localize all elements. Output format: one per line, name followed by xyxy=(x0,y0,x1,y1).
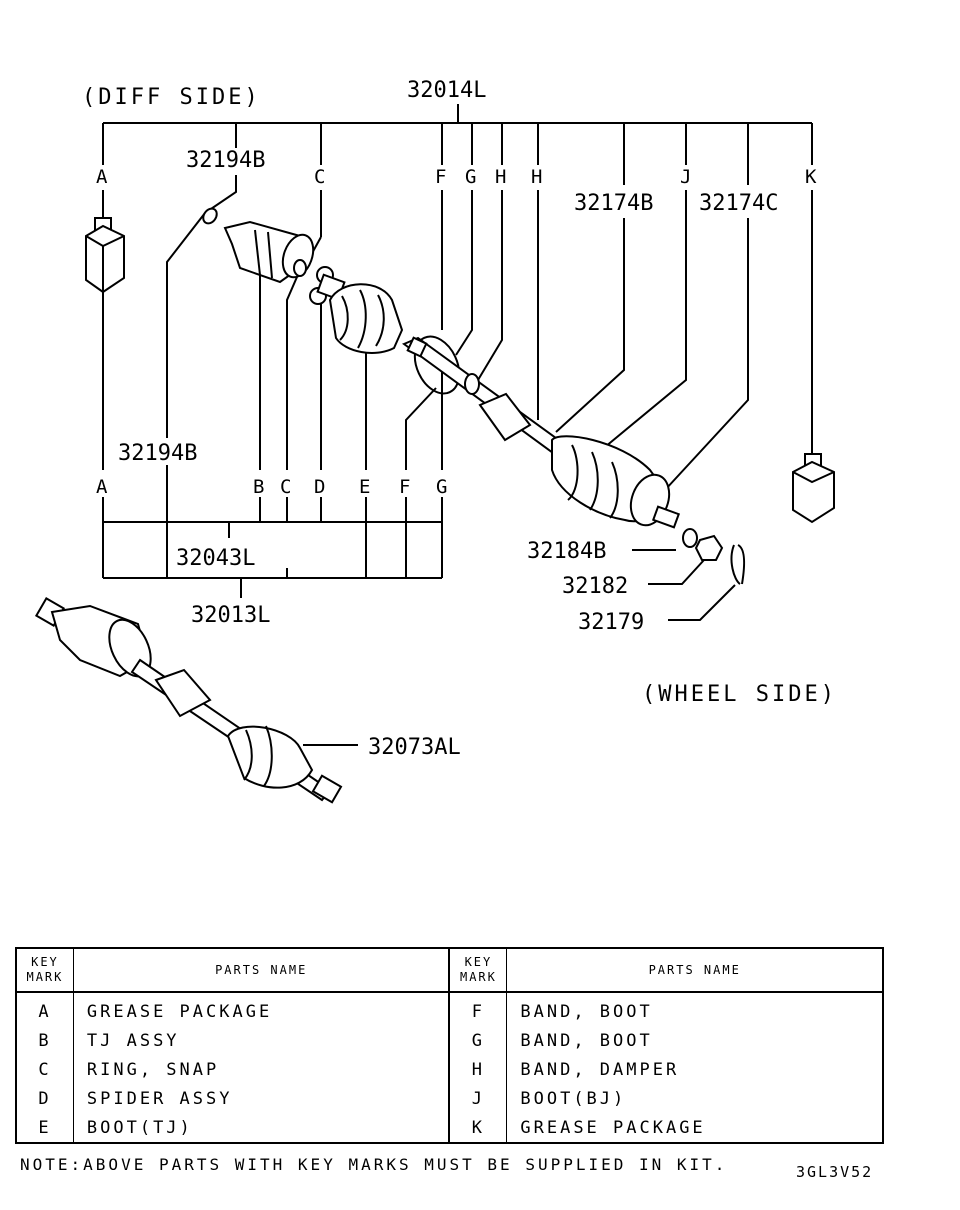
table-header-row: KEY MARK PARTS NAME KEY MARK PARTS NAME xyxy=(16,948,883,993)
exploded-parts-diagram: (DIFF SIDE) (WHEEL SIDE) 32014L 32194B 3… xyxy=(34,78,837,804)
parts-name-cell: BOOT(TJ) xyxy=(73,1113,451,1143)
boot-tj-icon xyxy=(328,283,404,354)
table-row: D SPIDER ASSY J BOOT(BJ) xyxy=(16,1084,883,1113)
parts-name-cell: GREASE PACKAGE xyxy=(520,1117,706,1138)
key-mark-header-left: KEY MARK xyxy=(16,948,74,993)
bottom-key-f: F xyxy=(399,476,410,498)
table-row: A GREASE PACKAGE F BAND, BOOT xyxy=(16,992,883,1026)
grease-package-k-icon xyxy=(792,453,835,524)
parts-name-cell: BAND, BOOT xyxy=(520,1030,653,1051)
snap-ring-icon xyxy=(202,207,218,225)
key-mark-cell: C xyxy=(16,1055,74,1084)
kit-note: NOTE:ABOVE PARTS WITH KEY MARKS MUST BE … xyxy=(20,1155,728,1174)
key-mark-parts-table: KEY MARK PARTS NAME KEY MARK PARTS NAME … xyxy=(15,947,884,1144)
part-number-32194B-bottom[interactable]: 32194B xyxy=(118,441,197,466)
part-number-32174C[interactable]: 32174C xyxy=(699,191,778,216)
part-number-32014L[interactable]: 32014L xyxy=(407,78,486,103)
mark-header-line2: MARK xyxy=(459,970,497,984)
top-key-j: J xyxy=(680,166,691,188)
part-number-32184B[interactable]: 32184B xyxy=(527,539,606,564)
key-mark-cell: A xyxy=(16,992,74,1026)
parts-name-cell: BOOT(BJ) xyxy=(520,1088,627,1109)
parts-name-cell: BAND, BOOT xyxy=(520,1001,653,1022)
part-number-32073AL[interactable]: 32073AL xyxy=(368,735,461,760)
band-boot-f-icon xyxy=(413,335,461,395)
parts-name-cell: SPIDER ASSY xyxy=(73,1084,451,1113)
parts-name-cell: TJ ASSY xyxy=(73,1026,451,1055)
parts-name-header-left: PARTS NAME xyxy=(73,948,451,993)
key-mark-cell: J xyxy=(449,1084,508,1113)
top-key-g: G xyxy=(465,166,476,188)
key-header-line1: KEY xyxy=(464,955,493,969)
shaft-assembly-icon xyxy=(34,596,343,804)
parts-name-cell: GREASE PACKAGE xyxy=(73,992,451,1026)
top-key-c: C xyxy=(314,166,325,188)
table-row: E BOOT(TJ) K GREASE PACKAGE xyxy=(16,1113,883,1143)
key-mark-cell: F xyxy=(449,992,508,1026)
parts-illustrations xyxy=(34,207,835,804)
part-number-32179[interactable]: 32179 xyxy=(578,610,644,635)
parts-name-cell: RING, SNAP xyxy=(73,1055,451,1084)
cotter-pin-icon xyxy=(730,544,746,585)
wheel-side-label: (WHEEL SIDE) xyxy=(642,682,837,707)
table-row: C RING, SNAP H BAND, DAMPER xyxy=(16,1055,883,1084)
bottom-key-e: E xyxy=(359,476,370,498)
key-mark-cell: E xyxy=(16,1113,74,1143)
figure-code: 3GL3V52 xyxy=(796,1163,874,1181)
part-number-32013L[interactable]: 32013L xyxy=(191,603,270,628)
bottom-key-a: A xyxy=(96,476,108,498)
part-number-32174B[interactable]: 32174B xyxy=(574,191,653,216)
table-row: B TJ ASSY G BAND, BOOT xyxy=(16,1026,883,1055)
key-mark-cell: B xyxy=(16,1026,74,1055)
grease-package-a-icon xyxy=(85,217,125,294)
boot-bj-icon xyxy=(551,435,681,529)
part-number-32043L[interactable]: 32043L xyxy=(176,546,255,571)
top-key-h-1: H xyxy=(495,166,506,188)
bottom-key-g: G xyxy=(436,476,447,498)
key-mark-header-right: KEY MARK xyxy=(449,948,508,993)
key-mark-cell: K xyxy=(449,1113,508,1143)
key-header-line1: KEY xyxy=(31,955,59,969)
part-number-32182[interactable]: 32182 xyxy=(562,574,628,599)
top-key-k: K xyxy=(805,166,817,188)
washer-icon xyxy=(682,528,698,548)
bottom-key-c: C xyxy=(280,476,291,498)
nut-icon xyxy=(694,534,724,561)
key-mark-cell: H xyxy=(449,1055,508,1084)
key-mark-cell: D xyxy=(16,1084,74,1113)
parts-name-header-right: PARTS NAME xyxy=(506,948,883,993)
bottom-key-d: D xyxy=(314,476,325,498)
leader-lines xyxy=(102,104,813,746)
diff-side-label: (DIFF SIDE) xyxy=(82,85,261,110)
mark-header-line2: MARK xyxy=(26,970,64,984)
top-key-f: F xyxy=(435,166,446,188)
top-key-a: A xyxy=(96,166,108,188)
tj-housing-icon xyxy=(223,220,315,284)
parts-name-cell: BAND, DAMPER xyxy=(520,1059,680,1080)
part-number-32194B-top[interactable]: 32194B xyxy=(186,148,265,173)
key-mark-cell: G xyxy=(449,1026,508,1055)
top-key-h-2: H xyxy=(531,166,542,188)
bottom-key-b: B xyxy=(253,476,264,498)
